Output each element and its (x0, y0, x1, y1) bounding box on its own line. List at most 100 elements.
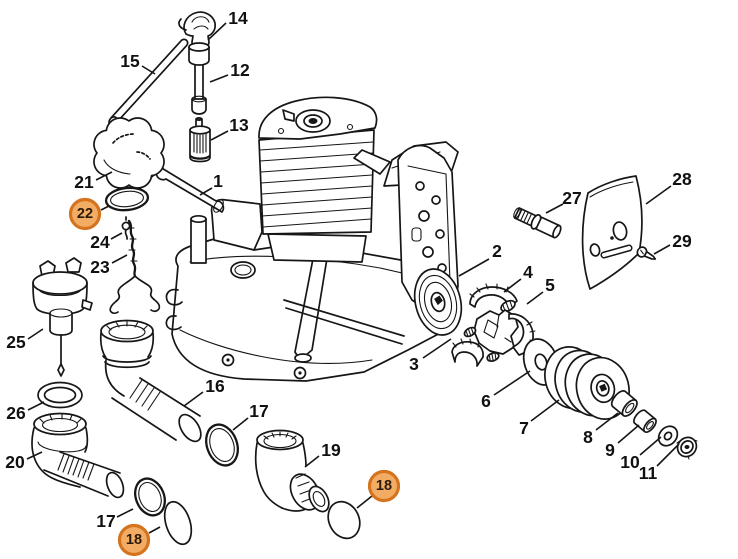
callout-9-25[interactable]: 9 (605, 424, 640, 460)
callout-number[interactable]: 28 (672, 169, 692, 189)
callout-number[interactable]: 24 (90, 232, 110, 252)
callout-number[interactable]: 21 (74, 172, 94, 192)
highlight-circle[interactable] (117, 523, 151, 557)
callout-number[interactable]: 23 (90, 257, 110, 277)
part-20-elbow-connector (31, 412, 125, 499)
callout-21-5[interactable]: 21 (74, 171, 113, 192)
callout-11-27[interactable]: 11 (639, 443, 680, 483)
callout-5-20[interactable]: 5 (526, 275, 555, 305)
part-3-clutch-shoe-lower (451, 338, 484, 367)
callout-number[interactable]: 19 (321, 440, 341, 460)
callout-number[interactable]: 29 (672, 231, 692, 251)
callout-number[interactable]: 27 (562, 188, 581, 208)
part-26-oring (37, 381, 83, 409)
highlight-circle[interactable] (367, 469, 401, 503)
part-2-washer-disc (413, 268, 463, 336)
callout-number[interactable]: 18 (126, 532, 142, 548)
callout-number[interactable]: 5 (545, 275, 555, 295)
leader-line (526, 291, 544, 305)
part-13-filter (189, 117, 211, 163)
callout-number[interactable]: 15 (120, 51, 140, 71)
callout-13-3[interactable]: 13 (210, 115, 249, 141)
part-21-fuel-cap (93, 117, 165, 189)
callout-18-highlighted-16[interactable]: 18 (117, 523, 161, 557)
part-25-valve-assembly (32, 257, 93, 377)
callout-number[interactable]: 10 (620, 452, 640, 472)
callout-18-highlighted-17[interactable]: 18 (356, 469, 401, 509)
callout-10-26[interactable]: 10 (620, 436, 662, 472)
part-24-clip (121, 216, 131, 240)
callout-16-12[interactable]: 16 (183, 376, 225, 407)
callout-7-23[interactable]: 7 (519, 399, 560, 438)
callout-2-18[interactable]: 2 (458, 241, 502, 277)
leader-line (356, 495, 373, 509)
callout-12-2[interactable]: 12 (209, 60, 250, 83)
callout-8-24[interactable]: 8 (583, 412, 619, 447)
part-5-clutch-spring (500, 299, 516, 313)
callout-20-11[interactable]: 20 (5, 451, 43, 472)
callout-22-highlighted-6[interactable]: 22 (68, 197, 110, 231)
leader-line (304, 455, 320, 468)
callout-25-9[interactable]: 25 (6, 328, 44, 352)
callout-23-8[interactable]: 23 (90, 254, 128, 277)
part-8-bushing (610, 390, 638, 417)
leader-line (617, 424, 640, 444)
leader-line (530, 399, 560, 422)
part-27-collar-screw (513, 207, 562, 239)
part-9-sleeve (633, 409, 657, 433)
leader-line (493, 370, 531, 396)
callout-number[interactable]: 18 (376, 478, 392, 494)
callout-number[interactable]: 8 (583, 427, 593, 447)
callout-29-30[interactable]: 29 (653, 231, 692, 255)
callout-number[interactable]: 17 (96, 511, 115, 531)
callout-28-29[interactable]: 28 (645, 169, 692, 205)
leader-line (27, 401, 45, 411)
callout-number[interactable]: 2 (492, 241, 502, 261)
callout-number[interactable]: 16 (205, 376, 225, 396)
leader-line (503, 278, 522, 293)
part-29-screw (636, 246, 657, 260)
callout-number[interactable]: 26 (6, 403, 26, 423)
callout-number[interactable]: 20 (5, 452, 25, 472)
leader-line (95, 171, 113, 181)
leader-line (116, 508, 134, 518)
callout-1-4[interactable]: 1 (199, 171, 223, 196)
leader-line (27, 328, 44, 340)
leader-line (199, 187, 213, 196)
callout-number[interactable]: 12 (230, 60, 250, 80)
callout-4-19[interactable]: 4 (503, 262, 533, 293)
callout-3-21[interactable]: 3 (409, 338, 452, 374)
callout-27-28[interactable]: 27 (545, 188, 582, 214)
callout-number[interactable]: 25 (6, 332, 26, 352)
part-15-hose (108, 38, 189, 126)
highlight-circle[interactable] (68, 197, 102, 231)
callout-15-1[interactable]: 15 (120, 51, 156, 75)
callout-number[interactable]: 11 (639, 463, 658, 483)
callout-26-10[interactable]: 26 (6, 401, 45, 423)
callout-17-13[interactable]: 17 (232, 401, 269, 431)
callout-14-0[interactable]: 14 (207, 8, 248, 41)
leader-line (656, 443, 680, 467)
callout-number[interactable]: 4 (523, 262, 533, 282)
part-23-retainer-chain (109, 219, 161, 315)
part-14-grommet (178, 11, 217, 49)
leader-line (210, 130, 229, 141)
callout-number[interactable]: 9 (605, 440, 615, 460)
callout-number[interactable]: 17 (249, 401, 268, 421)
callout-number[interactable]: 22 (77, 206, 93, 222)
callout-number[interactable]: 3 (409, 354, 419, 374)
callout-6-22[interactable]: 6 (481, 370, 531, 411)
callout-19-14[interactable]: 19 (304, 440, 341, 468)
callout-number[interactable]: 14 (228, 8, 248, 28)
callout-number[interactable]: 13 (229, 115, 249, 135)
leader-line (653, 244, 671, 255)
callout-17-15[interactable]: 17 (96, 508, 134, 531)
part-17-ring-mid (205, 423, 239, 467)
callout-24-7[interactable]: 24 (90, 232, 123, 252)
callout-number[interactable]: 1 (213, 171, 223, 191)
callout-number[interactable]: 7 (519, 418, 529, 438)
callout-number[interactable]: 6 (481, 391, 491, 411)
cylinder-fins (259, 141, 374, 228)
